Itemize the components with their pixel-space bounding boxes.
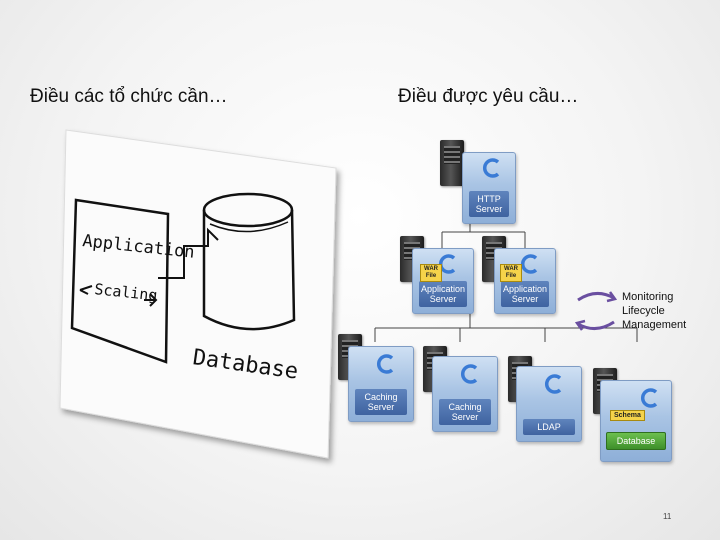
war-file-badge-1-front: WAR File [420,264,442,282]
cache-server-1-box: Caching Server [348,346,414,422]
application-box [70,198,170,364]
right-heading: Điều được yêu cầu… [398,86,579,107]
cache-server-2-box: Caching Server [432,356,498,432]
schema-badge: Schema [610,410,645,421]
cache-server-2-label: Caching Server [439,399,491,425]
cycle-ring-icon [640,388,658,408]
sketch-card: Application Scaling Database [58,128,340,459]
left-heading: Điều các tổ chức cần… [30,86,228,107]
ldap-server-label: LDAP [523,419,575,435]
cycle-ring-icon [520,254,538,274]
scaling-left-arrow [79,285,93,295]
http-server-tower-icon [440,140,464,186]
database-cylinder [202,192,296,331]
monitoring-lifecycle-label: Monitoring Lifecycle Management [622,291,687,331]
http-server-box: HTTP Server [462,152,516,224]
app-server-2-label: Application Server [501,281,549,307]
cache-server-1-label: Caching Server [355,389,407,415]
app-server-1-label: Application Server [419,281,467,307]
cycle-ring-icon [544,374,562,394]
page-number: 11 [663,512,672,521]
http-server-label: HTTP Server [469,191,509,217]
scaling-right-arrow [144,293,158,307]
database-label: Database [606,432,666,450]
cycle-arrows-icon [574,291,618,331]
cycle-ring-icon [460,364,478,384]
ldap-server-box: LDAP [516,366,582,442]
sketch-illustration: Application Scaling Database [59,129,337,459]
sketch-card-paper [59,129,337,459]
war-file-badge-2: WAR File [500,264,522,282]
cycle-ring-icon [376,354,394,374]
cycle-ring-icon [482,158,500,178]
connector-arrow [158,227,219,279]
